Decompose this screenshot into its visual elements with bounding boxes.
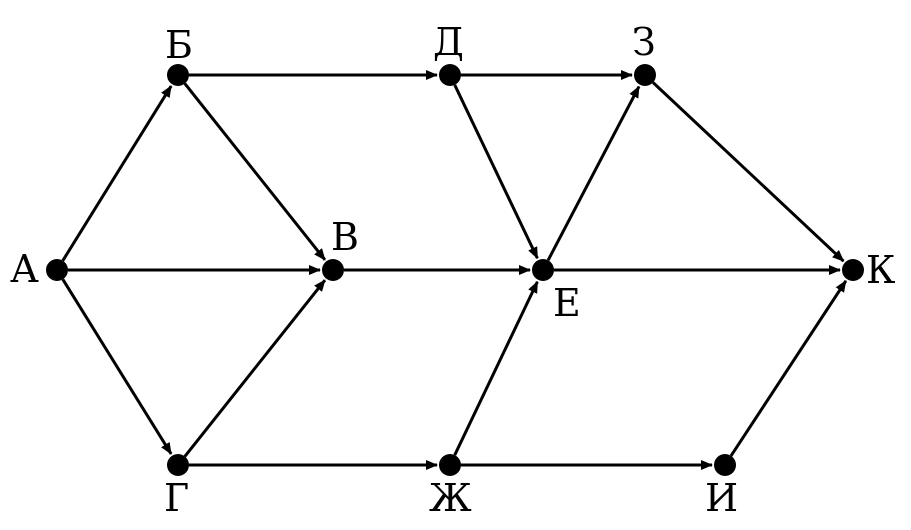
node-label-Z: З [632,20,656,64]
edge-I-K [729,280,848,457]
edges [61,70,848,470]
edge-A-B [61,85,173,262]
edge-A-G [61,278,173,455]
node-label-Zh: Ж [429,476,472,520]
node-A [46,259,68,281]
edge-D-E [453,84,539,260]
node-K [842,259,864,281]
node-label-B: Б [165,23,193,67]
edge-G-V [183,279,327,458]
node-Zh [439,454,461,476]
edge-E-Z [546,85,641,261]
node-label-V: В [331,215,359,259]
node-label-E: Е [553,281,581,325]
node-B [167,64,189,86]
node-I [714,454,736,476]
edge-Z-K [651,81,845,263]
node-label-K: К [866,248,895,292]
edge-B-V [183,82,327,261]
node-label-D: Д [433,20,464,64]
node-labels: А Б В Г Д Е Ж З И К [10,20,895,520]
nodes [46,64,864,476]
node-label-G: Г [164,476,189,520]
node-V [322,259,344,281]
node-E [532,259,554,281]
node-label-A: А [10,247,39,291]
node-label-I: И [705,476,738,520]
node-D [439,64,461,86]
edge-Zh-E [453,280,539,456]
node-G [167,454,189,476]
node-Z [634,64,656,86]
